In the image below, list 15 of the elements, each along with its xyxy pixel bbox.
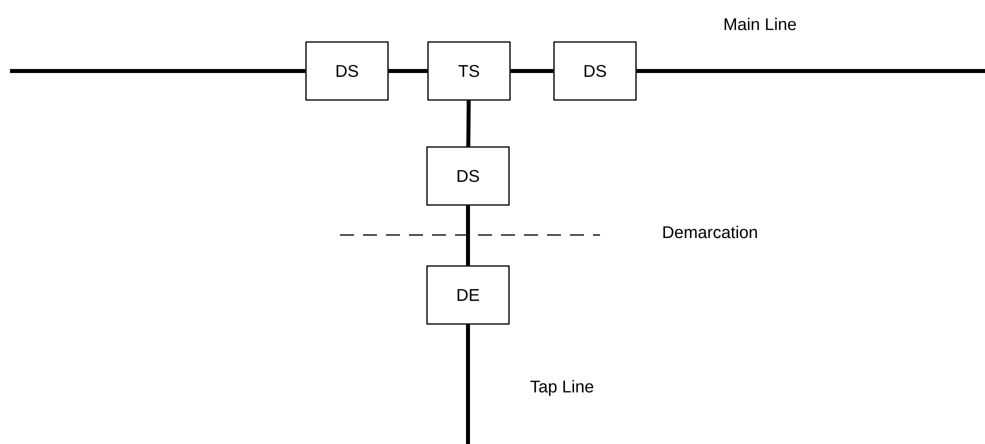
switch-box: DS — [305, 41, 389, 101]
switch-box: DS — [553, 41, 637, 101]
line-label: Demarcation — [663, 226, 757, 238]
line — [636, 69, 985, 73]
switch-box: DE — [426, 265, 510, 325]
line-label: Tap Line — [530, 380, 594, 396]
line-label: Main Line — [724, 18, 796, 30]
switch-box: DS — [426, 146, 510, 206]
line — [466, 206, 470, 266]
line — [388, 69, 428, 73]
line — [10, 69, 306, 73]
line — [466, 324, 470, 444]
line — [510, 69, 554, 73]
switch-box: TS — [427, 41, 511, 101]
line — [466, 100, 471, 146]
